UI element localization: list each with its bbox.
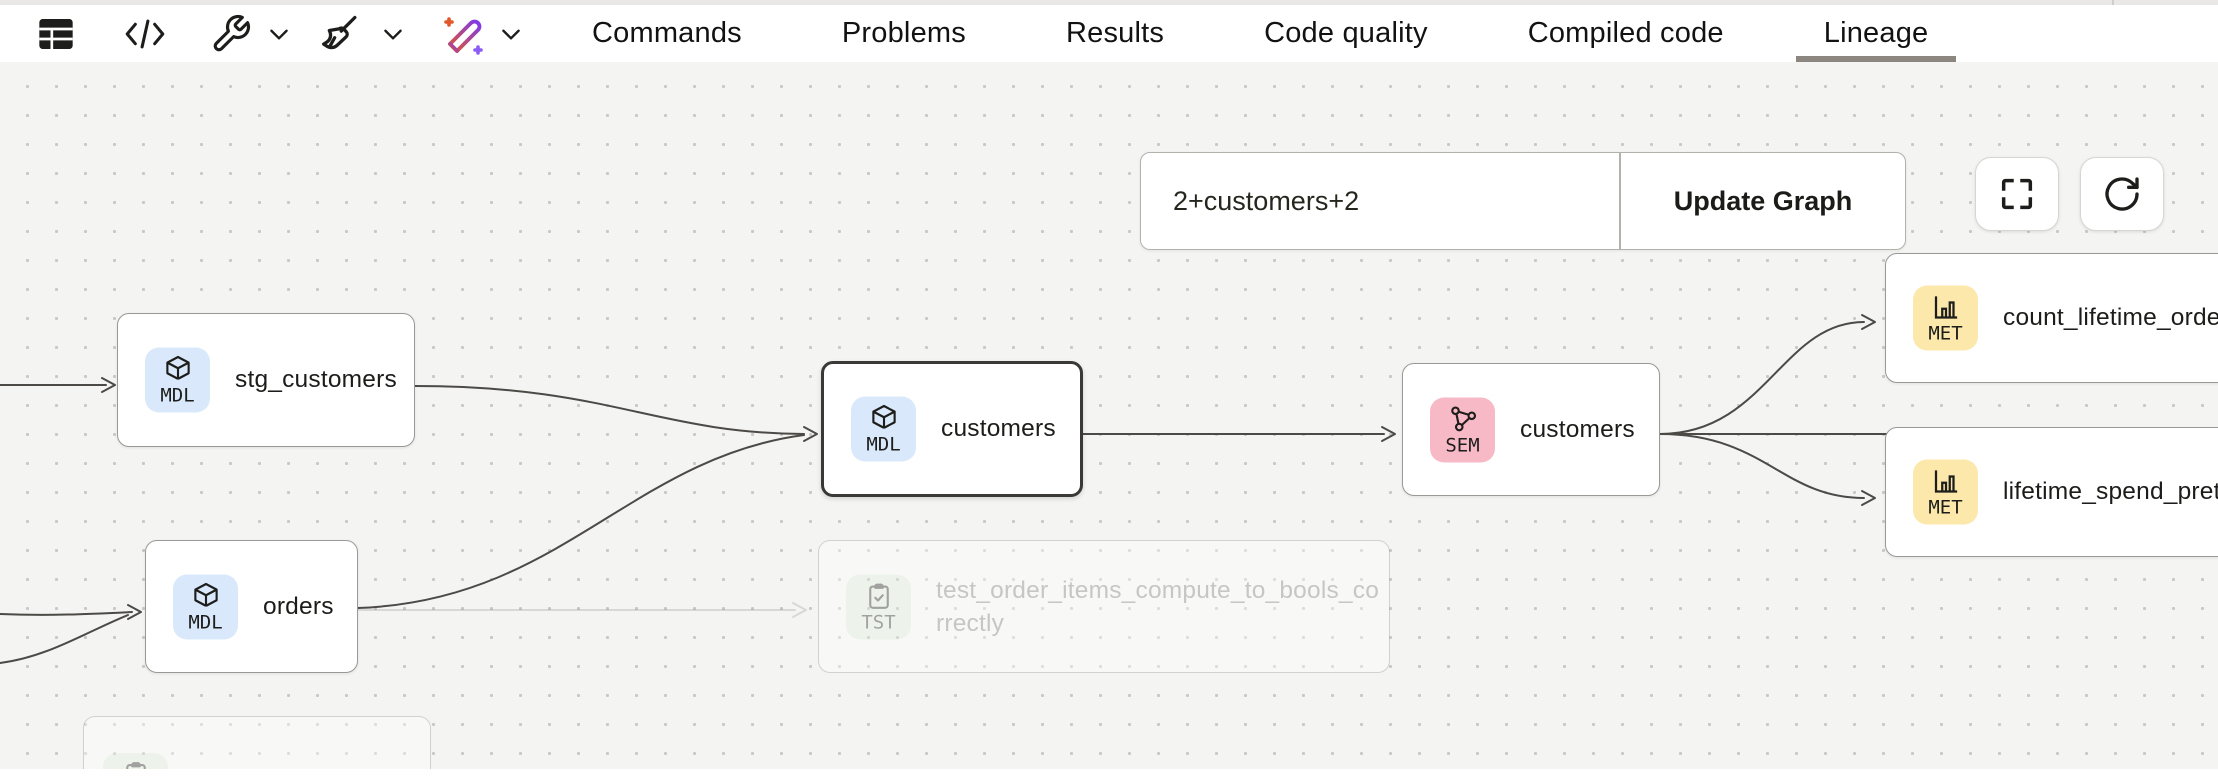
node-label: orders [263, 592, 334, 620]
refresh-icon [2105, 177, 2139, 211]
clipboard-check-icon [868, 583, 889, 609]
tab-compiled-code[interactable]: Compiled code [1527, 17, 1724, 49]
code-icon[interactable] [124, 16, 166, 52]
tab-lineage[interactable]: Lineage [1795, 5, 1957, 62]
model-badge: MDL [851, 396, 916, 462]
model-selector-input[interactable]: 2+customers+2 [1173, 185, 1360, 216]
cube-icon [193, 582, 218, 607]
semantic-graph-icon [1450, 405, 1476, 431]
broom-icon[interactable] [320, 12, 364, 56]
tab-code-quality[interactable]: Code quality [1264, 17, 1428, 49]
bar-chart-icon [1934, 470, 1957, 493]
lineage-selector-group: 2+customers+2 Update Graph [1140, 152, 1906, 250]
clipboard-check-icon [125, 762, 146, 769]
test-badge: TST [846, 574, 911, 639]
semantic-badge: SEM [1430, 397, 1495, 462]
badge-type-label: SEM [1445, 434, 1480, 456]
broom-chevron-down-icon[interactable] [380, 21, 406, 47]
lineage-edges [0, 314, 1901, 664]
node-stg-customers[interactable]: MDL stg_customers [117, 313, 415, 447]
metric-badge: MET [1913, 285, 1978, 351]
badge-type-label: MET [1928, 496, 1963, 519]
wrench-icon[interactable] [210, 13, 252, 55]
cube-icon [165, 355, 190, 380]
test-badge: TST [103, 753, 168, 769]
badge-type-label: TST [861, 611, 896, 633]
node-customers-model[interactable]: MDL customers [821, 361, 1083, 497]
update-graph-button[interactable]: Update Graph [1673, 185, 1853, 216]
badge-type-label: MET [1928, 322, 1963, 345]
table-icon[interactable] [36, 14, 76, 54]
top-strip-divider [2112, 0, 2114, 5]
node-lifetime-spend-pretax[interactable]: MET lifetime_spend_preta [1885, 427, 2218, 557]
node-label: test_order_items_compute_to_bools_correc… [936, 576, 1380, 637]
cube-icon [871, 404, 896, 429]
tab-problems[interactable]: Problems [841, 17, 966, 49]
node-label: customers [941, 415, 1056, 442]
wrench-chevron-down-icon[interactable] [266, 21, 292, 47]
node-label: lifetime_spend_preta [2003, 478, 2218, 505]
model-badge: MDL [145, 347, 210, 413]
node-partial-bottom[interactable]: TST [83, 716, 431, 769]
magic-wand-icon[interactable] [440, 10, 488, 58]
tab-results[interactable]: Results [1065, 17, 1165, 49]
badge-type-label: MDL [866, 433, 901, 456]
window-top-strip [0, 0, 2218, 5]
node-customers-semantic[interactable]: SEM customers [1402, 363, 1660, 496]
fit-view-button[interactable] [1975, 157, 2059, 231]
badge-type-label: MDL [188, 611, 223, 633]
metric-badge: MET [1913, 459, 1978, 525]
badge-type-label: MDL [160, 384, 195, 407]
node-count-lifetime-orders[interactable]: MET count_lifetime_order [1885, 253, 2218, 383]
fit-view-icon [2001, 178, 2033, 210]
editor-toolbar: Commands Problems Results Code quality C… [0, 5, 2218, 62]
node-orders[interactable]: MDL orders [145, 540, 358, 673]
bar-chart-icon [1934, 296, 1957, 319]
model-badge: MDL [173, 574, 238, 639]
node-label: stg_customers [235, 366, 397, 393]
node-label: customers [1520, 415, 1635, 443]
node-label: count_lifetime_order [2003, 304, 2218, 331]
lineage-canvas[interactable]: 2+customers+2 Update Graph MDL stg_custo… [0, 62, 2218, 769]
panel-tabs: Commands Problems Results Code quality C… [564, 5, 1957, 62]
bottom-strip [0, 769, 2218, 780]
node-test-order-items[interactable]: TST test_order_items_compute_to_bools_co… [818, 540, 1390, 673]
refresh-graph-button[interactable] [2080, 157, 2164, 231]
tab-commands[interactable]: Commands [592, 17, 742, 49]
controls-divider [1619, 153, 1621, 249]
magic-wand-chevron-down-icon[interactable] [498, 21, 524, 47]
